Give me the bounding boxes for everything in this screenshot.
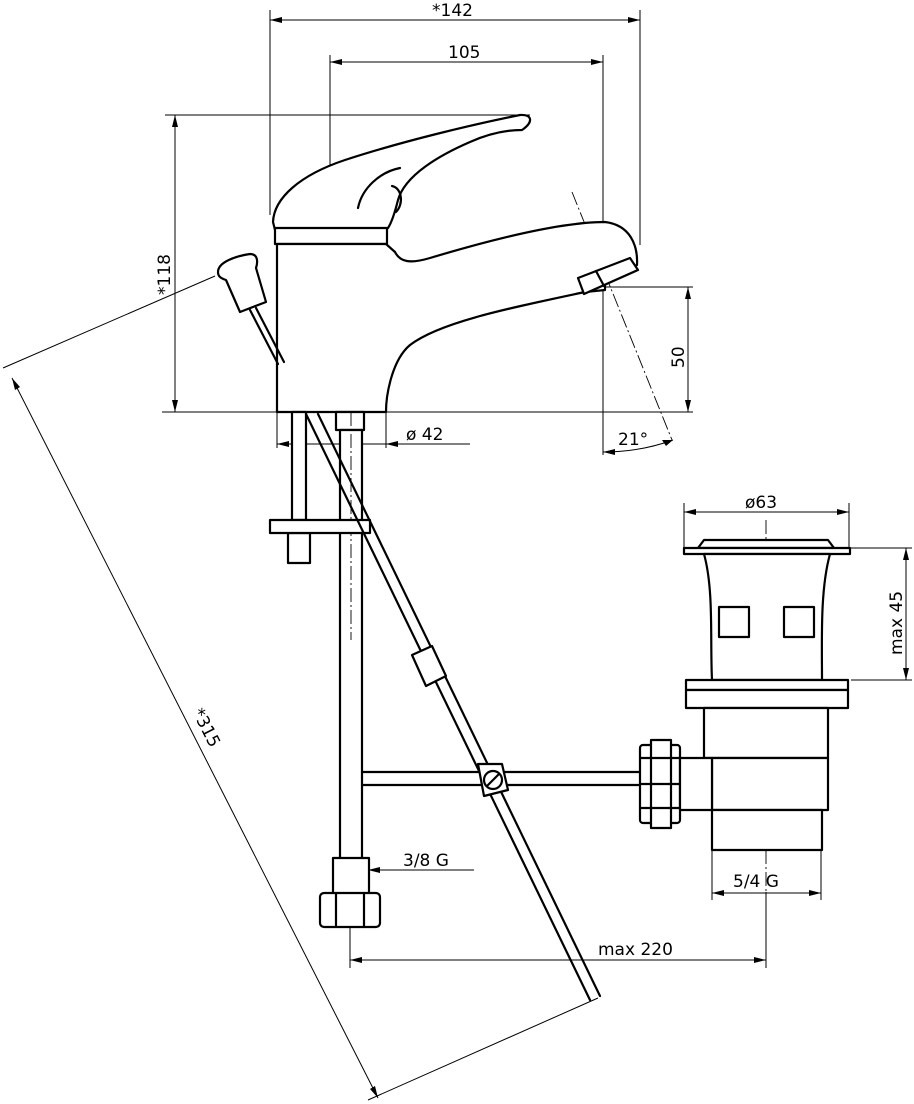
supply-nut: [318, 891, 382, 929]
label-waste-height: max 45: [887, 591, 907, 655]
cap-ring: [273, 226, 389, 246]
popup-knob: [216, 252, 268, 314]
label-waste-thread: 5/4 G: [733, 872, 779, 892]
label-max-distance: max 220: [598, 940, 673, 960]
label-spout-height: 50: [669, 346, 689, 368]
label-supply-thread: 3/8 G: [403, 851, 449, 871]
waste-valve: [638, 538, 852, 852]
waste-thread: [710, 808, 824, 852]
label-waste-diameter: ø63: [745, 493, 777, 513]
dimension-lines: [2, 10, 912, 1101]
faucet: [271, 113, 640, 414]
label-spout-angle: 21°: [618, 430, 648, 450]
label-overall-height: *118: [155, 254, 175, 295]
label-spout-reach: 105: [448, 43, 480, 63]
label-overall-width: *142: [432, 1, 473, 21]
faucet-body: [275, 220, 639, 414]
pull-rod: [304, 412, 642, 1002]
lever-handle: [271, 113, 532, 232]
supply-pipes: [268, 410, 382, 929]
popup-rod: [216, 252, 286, 366]
aerator: [576, 256, 640, 296]
mounting-plate: [268, 518, 372, 535]
label-hose-length: *315: [188, 705, 224, 751]
label-body-diameter: ø 42: [406, 425, 443, 445]
